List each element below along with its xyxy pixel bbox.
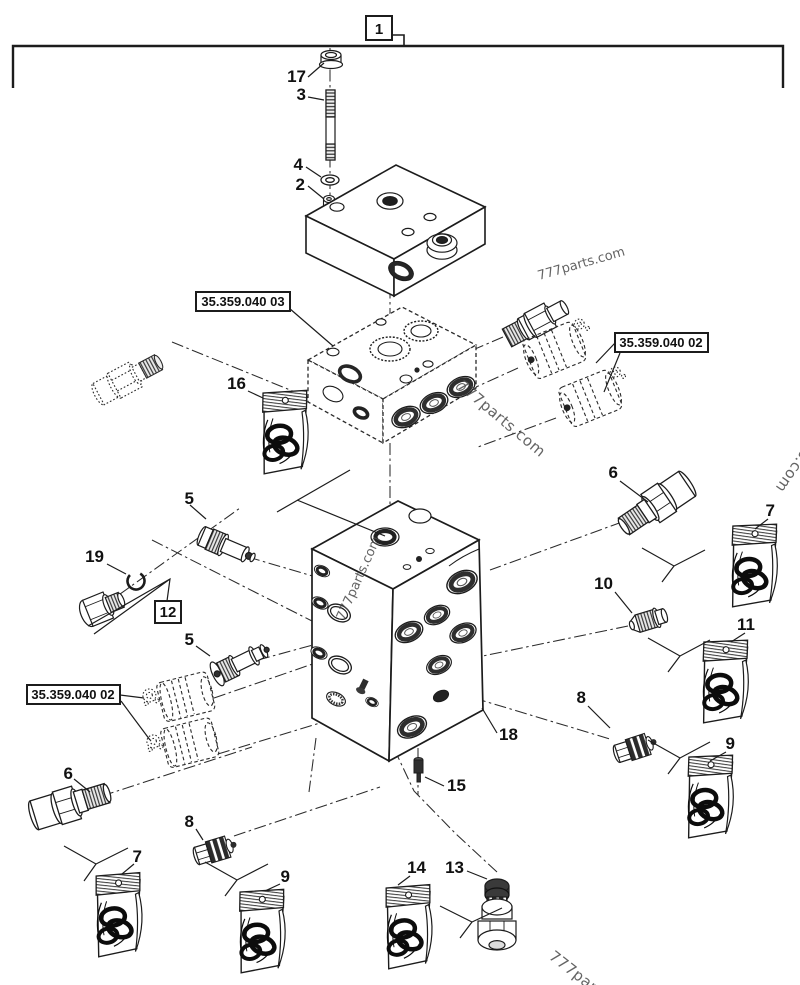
callout-7-left: 7 xyxy=(133,847,142,866)
seal-kit-bag-11 xyxy=(693,634,755,728)
section-ref-right-label: 35.359.040 02 xyxy=(619,335,702,350)
callout-2: 2 xyxy=(296,175,305,194)
spool-upper xyxy=(196,525,256,563)
callout-15: 15 xyxy=(447,776,466,795)
spool-lower xyxy=(209,644,270,687)
leader-lines xyxy=(63,62,769,939)
solenoid-left-lower xyxy=(143,716,222,773)
mid-block-ports xyxy=(322,318,478,432)
seal-kit-bag-7-left xyxy=(88,868,147,961)
seal-kit-bag-9-left xyxy=(230,884,291,977)
callout-10: 10 xyxy=(594,574,613,593)
relief-valve-right xyxy=(611,466,701,543)
callout-5-lower: 5 xyxy=(185,630,194,649)
callout-6-right: 6 xyxy=(609,463,618,482)
section-ref-top-label: 35.359.040 03 xyxy=(201,294,284,309)
callout-6-left: 6 xyxy=(64,764,73,783)
assembly-ref-box[interactable]: 1 xyxy=(365,15,393,41)
seal-kit-bag-16 xyxy=(253,385,314,478)
watermark-bottom: 777parts.com xyxy=(546,947,644,985)
check-fitting xyxy=(628,607,669,634)
assembly-bracket xyxy=(11,34,785,88)
pressure-sensor-right xyxy=(610,730,661,766)
pressure-sensor-left xyxy=(190,832,241,868)
group-ref-12[interactable]: 12 xyxy=(154,600,182,624)
bleed-stud xyxy=(356,678,369,695)
washer xyxy=(320,174,340,186)
callout-8-right: 8 xyxy=(577,688,586,707)
cover-port-fitting xyxy=(426,233,458,260)
section-ref-right[interactable]: 35.359.040 02 xyxy=(614,332,709,353)
cover-plate-block xyxy=(304,164,487,298)
callout-19: 19 xyxy=(85,547,104,566)
inlet-fitting xyxy=(501,300,570,348)
seal-kit-bag-7-right xyxy=(722,518,784,612)
watermark-top-right: 777parts.com xyxy=(536,245,627,284)
callouts: 17 3 4 2 16 5 19 5 6 7 8 9 6 7 10 11 8 9… xyxy=(64,67,775,886)
pressure-switch xyxy=(477,878,517,951)
callout-8-left: 8 xyxy=(185,812,194,831)
hex-plug xyxy=(78,591,126,628)
callout-9-left: 9 xyxy=(281,867,290,886)
stud-bolt xyxy=(325,89,336,161)
callout-16: 16 xyxy=(227,374,246,393)
solenoid-left-upper xyxy=(139,670,218,727)
callout-18: 18 xyxy=(499,725,518,744)
callout-9-right: 9 xyxy=(726,734,735,753)
assembly-ref-label: 1 xyxy=(375,21,383,38)
callout-7-right: 7 xyxy=(766,501,775,520)
callout-3: 3 xyxy=(297,85,306,104)
solenoid-right-lower xyxy=(554,362,637,430)
watermark-center: 777parts.com xyxy=(453,376,549,461)
snap-ring xyxy=(126,571,146,591)
seal-kit-bag-9-right xyxy=(678,749,740,843)
drain-plug xyxy=(413,757,424,783)
relief-valve-left xyxy=(24,775,116,834)
flange-nut xyxy=(318,49,344,70)
seal-kit-bag-14 xyxy=(378,880,437,973)
section-ref-top[interactable]: 35.359.040 03 xyxy=(195,291,291,312)
watermark-right-edge: 777parts.com xyxy=(772,396,800,496)
callout-4: 4 xyxy=(294,155,304,174)
main-valve-body xyxy=(310,500,484,763)
section-ref-left-label: 35.359.040 02 xyxy=(31,687,114,702)
callout-13: 13 xyxy=(445,858,464,877)
callout-14: 14 xyxy=(407,858,426,877)
construction-lines xyxy=(101,48,629,873)
callout-11: 11 xyxy=(737,615,755,634)
callout-17: 17 xyxy=(287,67,306,86)
group-ref-12-label: 12 xyxy=(160,604,177,621)
callout-5-upper: 5 xyxy=(185,489,194,508)
section-ref-left[interactable]: 35.359.040 02 xyxy=(26,684,121,705)
pilot-cartridge-fitting xyxy=(91,353,164,406)
